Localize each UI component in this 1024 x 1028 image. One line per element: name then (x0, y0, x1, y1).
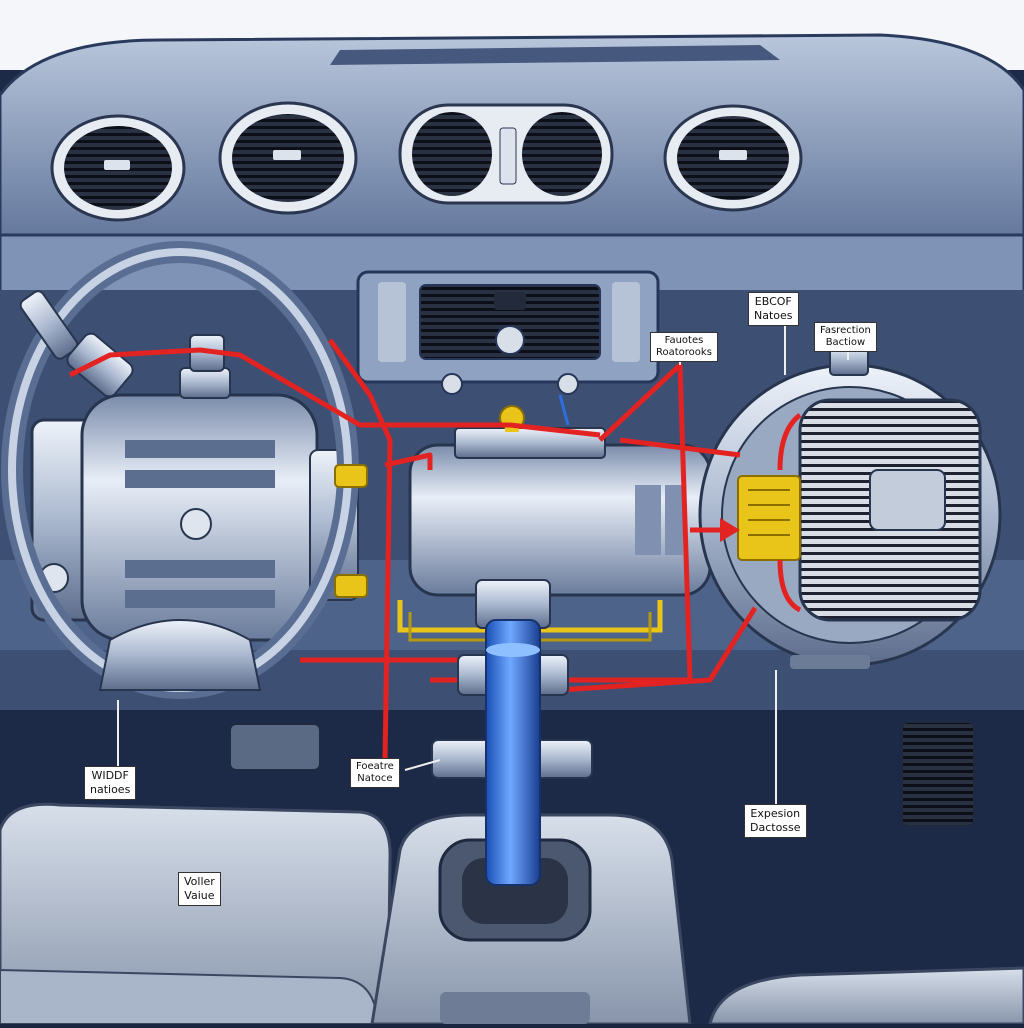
hazard-button[interactable] (494, 292, 526, 310)
passenger-seat (708, 966, 1024, 1026)
label-voller: Voller Vaiue (178, 872, 221, 906)
blower-unit (698, 344, 1002, 669)
label-widdf: WIDDF natioes (84, 766, 137, 800)
label-line-2: Vaiue (184, 889, 215, 902)
center-air-vent[interactable] (419, 284, 601, 360)
label-line-1: Fauotes (664, 335, 704, 346)
label-fasrection: Fasrection Bactiow (814, 322, 877, 352)
label-line-1: Voller (184, 875, 215, 888)
label-line-1: EBCOF (754, 295, 792, 308)
yellow-filter (737, 475, 801, 561)
label-ebcof-natoes: EBCOF Natoes (748, 292, 799, 326)
accelerator-pedal[interactable] (901, 721, 975, 827)
shift-linkage[interactable] (431, 579, 593, 886)
brake-pedal[interactable] (229, 723, 321, 771)
label-expesion: Expesion Dactosse (744, 804, 807, 838)
refrigerant-lines (68, 338, 802, 761)
label-line-1: Fasrection (820, 325, 871, 336)
label-line-2: Bactiow (825, 337, 866, 348)
right-button-column[interactable] (612, 282, 640, 362)
blue-sensor-wire (558, 394, 570, 426)
label-fauotes: Fauotes Roatorooks (650, 332, 718, 362)
label-line-1: Expesion (750, 807, 801, 820)
label-line-2: natioes (90, 783, 131, 796)
air-vent-center[interactable] (398, 103, 614, 205)
console-bin (440, 992, 590, 1024)
knob-right[interactable] (557, 373, 579, 395)
label-line-1: WIDDF (91, 769, 129, 782)
left-button-column[interactable] (378, 282, 406, 362)
label-line-2: Natoes (754, 309, 793, 322)
center-stack (356, 270, 660, 395)
knob-left[interactable] (441, 373, 463, 395)
air-vent-left[interactable] (50, 114, 186, 222)
accumulator (408, 405, 712, 597)
label-line-1: Foeatre (356, 761, 394, 772)
label-line-2: Dactosse (750, 821, 801, 834)
driver-seat-cushion (0, 968, 380, 1025)
air-vent-center-left[interactable] (218, 101, 358, 215)
label-foeatre: Foeatre Natoce (350, 758, 400, 788)
control-knob[interactable] (495, 325, 525, 355)
driver-seat (0, 802, 392, 1026)
air-vent-right[interactable] (663, 104, 803, 212)
label-line-2: Roatorooks (656, 347, 712, 358)
label-line-2: Natoce (357, 773, 393, 784)
flow-arrow (720, 518, 740, 542)
defrost-vent (330, 45, 780, 65)
